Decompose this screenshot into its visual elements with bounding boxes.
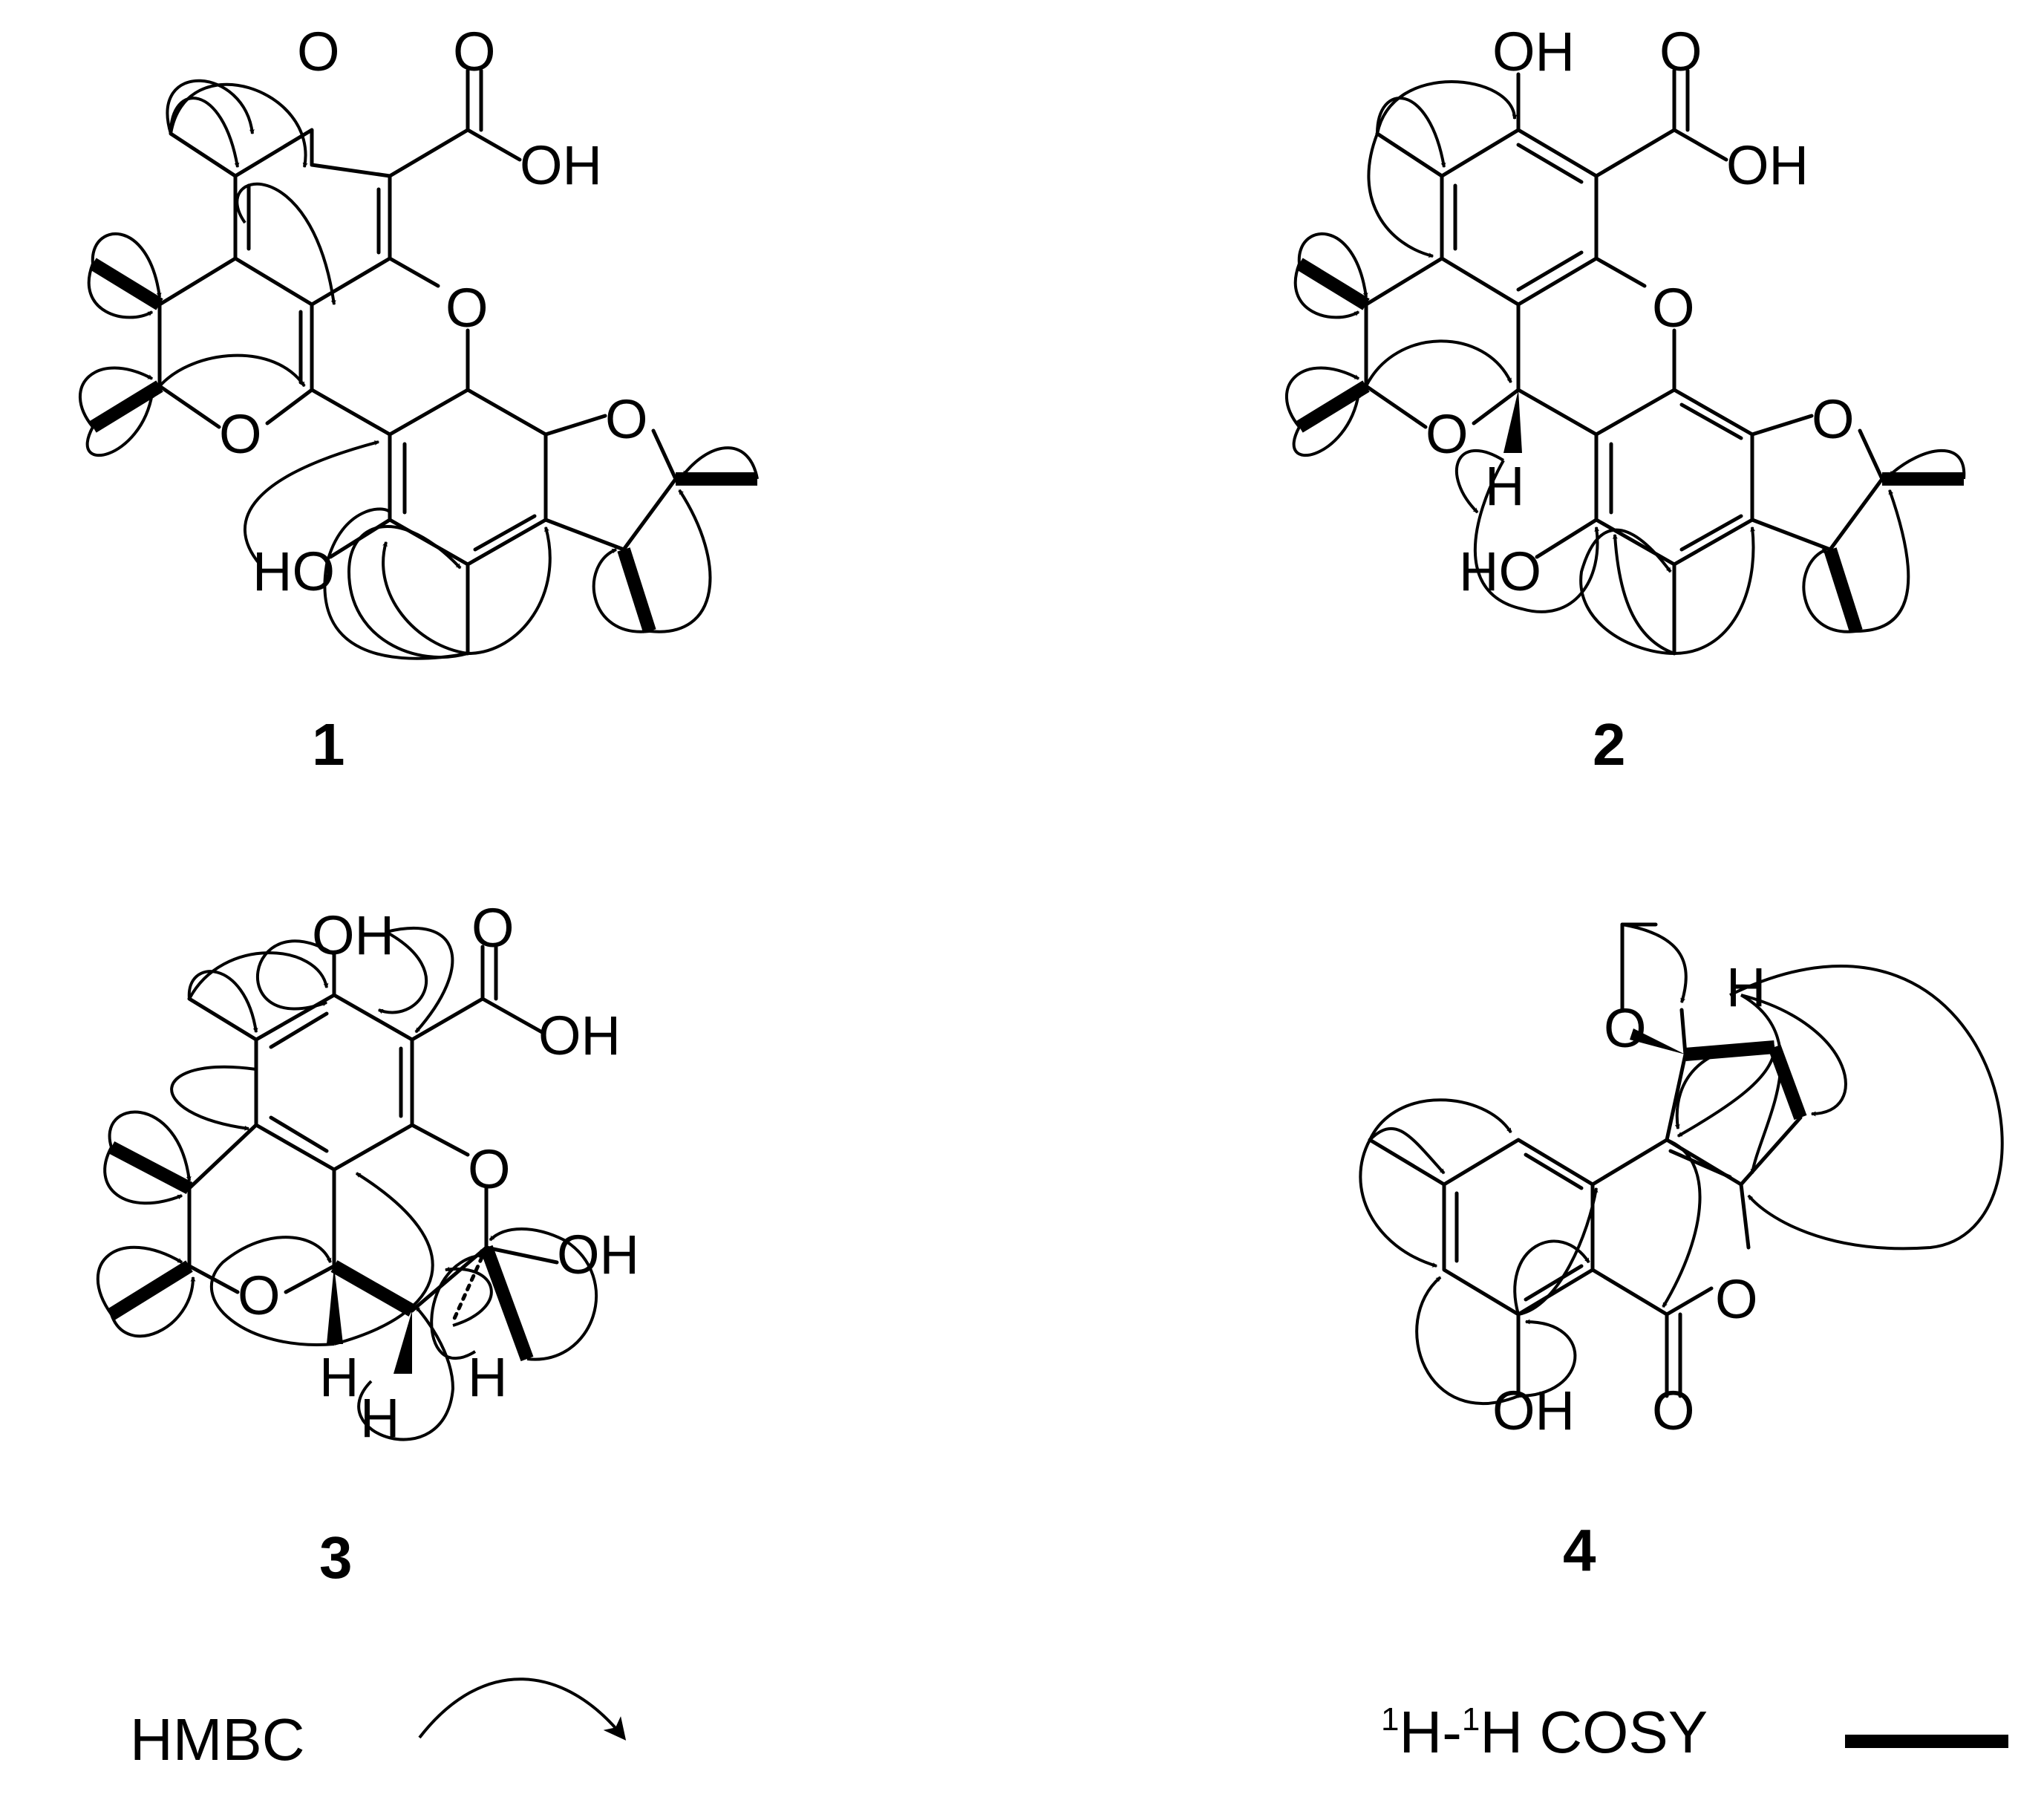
compound-1-hmbc-arrows <box>78 79 759 660</box>
compound-3-oh-right: OH <box>557 1224 639 1285</box>
legend: HMBC 1H-1H COSY <box>130 1677 2008 1773</box>
compound-3-bonds <box>187 945 559 1324</box>
compound-1-bold-bonds <box>89 258 757 633</box>
compound-1-label: 1 <box>312 711 345 777</box>
compound-3-bold-bonds <box>108 1141 534 1374</box>
compound-3-acid-o: O <box>471 897 515 959</box>
compound-2-bonds <box>1364 68 1884 656</box>
compound-2-label: 2 <box>1593 711 1626 777</box>
compound-3-atom-labels: OH O OH O O OH H H H <box>238 897 639 1449</box>
legend-cosy-sup1: 1 <box>1381 1701 1399 1738</box>
compound-4-atom-labels: O H O O OH <box>1492 956 1766 1441</box>
compound-1-pyran-o: O <box>445 277 489 339</box>
compound-2-furan-o: O <box>1812 388 1855 450</box>
compound-2-hmbc-arrows <box>1284 80 1966 655</box>
compound-3-h2: H <box>360 1387 399 1449</box>
legend-hmbc-arrow <box>418 1677 627 1741</box>
compound-3-h1: H <box>319 1346 359 1408</box>
legend-hmbc-label: HMBC <box>130 1706 305 1773</box>
compound-2-bold-bonds <box>1296 258 1964 633</box>
compound-3-phenol-top: OH <box>312 904 394 966</box>
compound-3-structure: OH O OH O O OH H H H 3 <box>96 897 639 1591</box>
compound-4-methoxy-o: O <box>1604 997 1647 1059</box>
compound-1-furan-o: O <box>605 388 648 450</box>
compound-4-h: H <box>1726 956 1766 1018</box>
compound-2-pyran-o: O <box>1652 277 1695 339</box>
compound-2-structure: OH O OH O O O H HO 2 <box>1284 21 1966 777</box>
compound-2-atom-labels: OH O OH O O O H HO <box>1426 21 1855 602</box>
compound-2-ring-o: O <box>1426 403 1469 465</box>
compound-4-structure: O H O O OH 4 <box>1359 922 2004 1583</box>
compound-2-phenol-top: OH <box>1492 21 1575 82</box>
compound-1-acid-oh: OH <box>520 134 602 196</box>
legend-cosy-h1: H- <box>1399 1699 1461 1765</box>
compound-2-wedge <box>1503 390 1522 453</box>
compound-1-acid-o: O <box>453 21 496 82</box>
compound-3-hmbc-arrows <box>96 927 598 1441</box>
compound-3-h3: H <box>468 1346 507 1408</box>
compound-3-label: 3 <box>319 1525 353 1591</box>
compound-4-lactone-o: O <box>1715 1268 1758 1330</box>
compound-3-wedge-2 <box>394 1311 412 1374</box>
compound-1-ring-o: O <box>219 403 262 465</box>
compound-4-carbonyl-o: O <box>1652 1380 1695 1441</box>
compound-4-hmbc-arrows <box>1359 923 2004 1405</box>
compound-3-wedge-1 <box>327 1266 343 1344</box>
legend-cosy-label: 1H-1H COSY <box>1381 1699 1708 1765</box>
compound-4-wedge <box>1630 1028 1685 1054</box>
compound-1-phenol-oh: HO <box>252 541 335 602</box>
compound-4-bonds <box>1368 922 1803 1398</box>
compound-2-acid-oh: OH <box>1726 134 1809 196</box>
compound-3-ring-o: O <box>238 1265 281 1326</box>
compound-3-pyran-o: O <box>468 1138 511 1200</box>
legend-cosy-sup2: 1 <box>1462 1701 1480 1738</box>
compound-2-h: H <box>1485 455 1524 517</box>
legend-cosy-h2: H COSY <box>1480 1699 1708 1765</box>
compound-1-atom-labels: O O OH O O O HO <box>219 21 648 602</box>
compound-1-structure: O O OH O O O HO 1 <box>78 21 759 777</box>
compound-2-acid-o: O <box>1659 21 1702 82</box>
compound-1-ketone-o: O <box>297 21 340 82</box>
compound-2-phenol-oh: HO <box>1459 541 1541 602</box>
compound-4-phenol-oh: OH <box>1492 1380 1575 1441</box>
compound-3-acid-oh: OH <box>538 1005 621 1066</box>
compound-4-label: 4 <box>1563 1517 1596 1583</box>
